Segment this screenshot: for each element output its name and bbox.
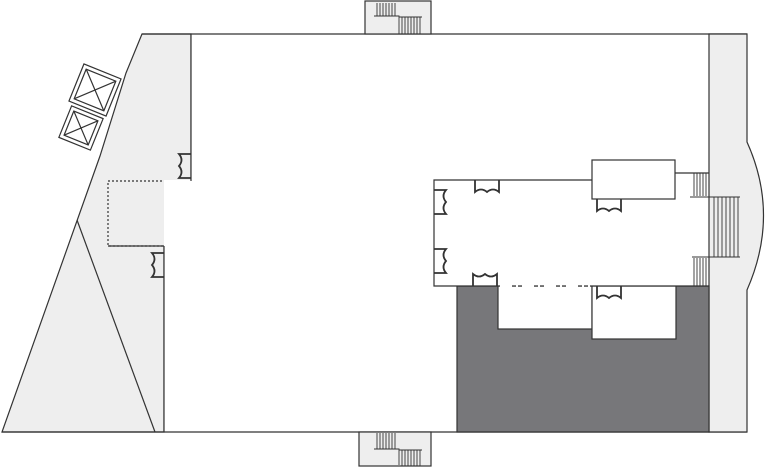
door-icon[interactable] [434,248,448,274]
east-strip [708,33,765,433]
door-icon[interactable] [596,199,622,213]
elevator-2[interactable] [58,105,104,151]
stair-south[interactable] [358,431,432,467]
door-icon[interactable] [472,272,498,286]
door-icon[interactable] [177,153,191,179]
stair-north[interactable] [364,0,432,35]
shaded-cutout-2 [591,285,677,340]
stair-east[interactable] [690,173,740,286]
west-wing-diagonal [76,219,156,433]
door-icon[interactable] [474,180,500,194]
shaded-cutout-1 [497,285,593,330]
elevator-1[interactable] [68,63,122,117]
doors [150,153,622,300]
main-hall[interactable] [191,34,709,180]
corridor-room[interactable] [591,159,676,200]
door-icon[interactable] [434,189,448,215]
door-icon[interactable] [150,252,164,278]
door-icon[interactable] [596,286,622,300]
main-hall-mid [164,180,434,286]
